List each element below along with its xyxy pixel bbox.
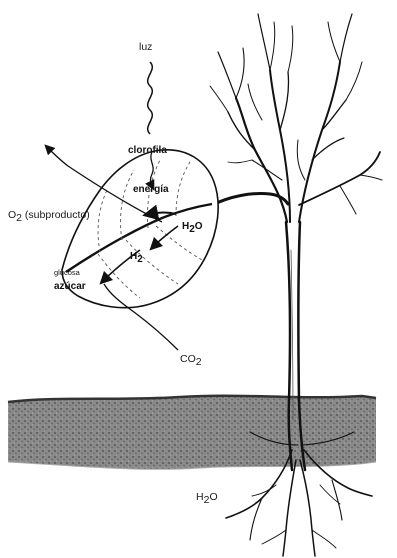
water-root-label: H2O: [196, 491, 218, 506]
soil: [8, 396, 376, 470]
leaf-stem: [210, 194, 288, 207]
co2-label: CO2: [180, 353, 202, 368]
water-leaf-tail: O: [195, 221, 203, 232]
water-leaf-symbol: H: [182, 221, 189, 232]
tree-branches: [210, 14, 382, 222]
co2-symbol: CO: [180, 353, 196, 365]
light-wave-icon: [148, 62, 153, 134]
co2-subscript: 2: [196, 356, 202, 368]
hydrogen-subscript: 2: [137, 254, 143, 265]
oxygen-label: O2 (subproducto): [8, 209, 90, 224]
water-root-symbol: H: [196, 491, 204, 503]
energy-label: energía: [133, 184, 169, 195]
light-label: luz: [139, 41, 152, 53]
oxygen-symbol: O: [8, 209, 16, 221]
sugar-label: azúcar: [54, 281, 86, 292]
water-root-tail: O: [209, 491, 217, 503]
hydrogen-symbol: H: [130, 251, 137, 262]
sugar-small-label: glucosa: [54, 268, 81, 277]
chlorophyll-label: clorofila: [128, 145, 167, 156]
oxygen-note: (subproducto): [22, 209, 90, 221]
